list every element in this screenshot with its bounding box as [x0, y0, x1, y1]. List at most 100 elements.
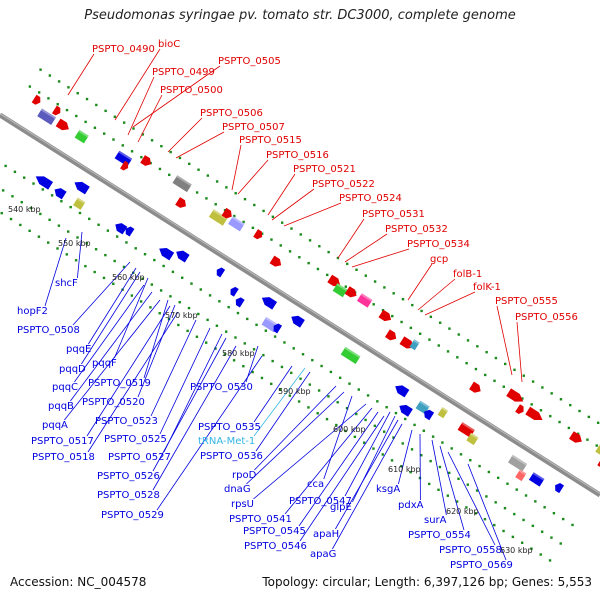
gene-feature[interactable]: [228, 216, 245, 232]
gene-feature[interactable]: [568, 431, 584, 445]
gene-feature[interactable]: [393, 382, 410, 398]
gene-feature[interactable]: [221, 207, 235, 221]
forward-gene-label[interactable]: PSPTO_0500: [160, 85, 223, 96]
gene-feature[interactable]: [515, 469, 527, 482]
forward-gene-label[interactable]: folK-1: [473, 282, 501, 293]
forward-gene-label[interactable]: PSPTO_0555: [495, 296, 558, 307]
reverse-gene-label[interactable]: PSPTO_0517: [31, 436, 94, 447]
gene-feature[interactable]: [51, 105, 63, 117]
reverse-gene-label[interactable]: apaG: [310, 549, 336, 560]
reverse-gene-label[interactable]: PSPTO_0519: [88, 378, 151, 389]
gene-feature[interactable]: [506, 388, 525, 405]
reverse-gene-label[interactable]: PSPTO_0526: [97, 471, 160, 482]
gene-feature[interactable]: [33, 173, 54, 190]
gene-feature[interactable]: [356, 293, 373, 308]
reverse-gene-label[interactable]: PSPTO_0554: [408, 530, 471, 541]
reverse-gene-label[interactable]: PSPTO_0545: [243, 526, 306, 537]
gene-feature[interactable]: [289, 313, 305, 328]
forward-gene-label[interactable]: PSPTO_0507: [222, 122, 285, 133]
gene-feature[interactable]: [332, 283, 348, 298]
reverse-gene-label[interactable]: shcF: [55, 278, 78, 289]
forward-gene-label[interactable]: PSPTO_0532: [385, 224, 448, 235]
reverse-gene-label[interactable]: pqqC: [52, 382, 78, 393]
forward-gene-label[interactable]: gcp: [430, 254, 448, 265]
forward-gene-label[interactable]: PSPTO_0505: [218, 56, 281, 67]
gene-feature[interactable]: [340, 346, 361, 364]
gene-feature[interactable]: [113, 221, 128, 235]
reverse-gene-label[interactable]: PSPTO_0558: [439, 545, 502, 556]
reverse-gene-label[interactable]: PSPTO_0535: [198, 422, 261, 433]
forward-gene-label[interactable]: PSPTO_0531: [362, 209, 425, 220]
gene-feature[interactable]: [157, 245, 175, 261]
reverse-gene-label[interactable]: PSPTO_0518: [32, 452, 95, 463]
gene-feature[interactable]: [384, 329, 399, 342]
gene-feature[interactable]: [469, 381, 483, 395]
gene-feature[interactable]: [397, 402, 413, 417]
gene-feature[interactable]: [253, 229, 264, 241]
gene-feature[interactable]: [344, 286, 359, 299]
forward-gene-label[interactable]: PSPTO_0534: [407, 239, 470, 250]
reverse-gene-label[interactable]: surA: [424, 515, 447, 526]
gene-feature[interactable]: [415, 400, 430, 415]
gene-feature[interactable]: [378, 309, 393, 324]
gene-feature[interactable]: [140, 155, 153, 168]
gene-feature[interactable]: [409, 339, 420, 351]
gene-feature[interactable]: [74, 129, 89, 144]
gene-feature[interactable]: [208, 209, 228, 226]
forward-gene-label[interactable]: PSPTO_0522: [312, 179, 375, 190]
gene-feature[interactable]: [507, 454, 528, 472]
forward-gene-label[interactable]: PSPTO_0524: [339, 193, 402, 204]
gene-feature[interactable]: [269, 255, 284, 269]
gene-feature[interactable]: [233, 296, 245, 308]
gene-feature[interactable]: [553, 481, 565, 494]
reverse-gene-label[interactable]: pqqE: [66, 344, 91, 355]
gene-feature[interactable]: [37, 108, 56, 125]
reverse-gene-label[interactable]: PSPTO_0546: [244, 541, 307, 552]
gene-feature[interactable]: [528, 472, 545, 487]
gene-feature[interactable]: [259, 294, 278, 310]
reverse-gene-label[interactable]: hopF2: [17, 306, 48, 317]
forward-gene-label[interactable]: PSPTO_0521: [293, 164, 356, 175]
reverse-gene-label[interactable]: pqqD: [59, 364, 86, 375]
reverse-gene-label[interactable]: pdxA: [398, 500, 424, 511]
gene-feature[interactable]: [31, 94, 43, 107]
reverse-gene-label[interactable]: PSPTO_0569: [450, 560, 513, 571]
gene-feature[interactable]: [271, 322, 283, 334]
reverse-gene-label[interactable]: PSPTO_0528: [97, 490, 160, 501]
rna-gene-label[interactable]: tRNA-Met-1: [198, 436, 255, 447]
forward-gene-label[interactable]: PSPTO_0499: [152, 67, 215, 78]
reverse-gene-label[interactable]: pqqA: [42, 420, 68, 431]
reverse-gene-label[interactable]: pqqB: [48, 401, 74, 412]
gene-feature[interactable]: [52, 186, 67, 200]
gene-feature[interactable]: [55, 118, 72, 133]
forward-gene-label[interactable]: bioC: [158, 39, 180, 50]
reverse-gene-label[interactable]: dnaG: [224, 484, 251, 495]
reverse-gene-label[interactable]: PSPTO_0523: [95, 416, 158, 427]
reverse-gene-label[interactable]: glpE: [330, 502, 352, 513]
reverse-gene-label[interactable]: PSPTO_0530: [190, 382, 253, 393]
forward-gene-label[interactable]: PSPTO_0490: [92, 44, 155, 55]
forward-gene-label[interactable]: PSPTO_0515: [239, 135, 302, 146]
gene-feature[interactable]: [327, 274, 342, 289]
gene-feature[interactable]: [228, 285, 239, 297]
forward-gene-label[interactable]: PSPTO_0506: [200, 108, 263, 119]
gene-feature[interactable]: [399, 336, 416, 351]
gene-feature[interactable]: [515, 404, 526, 415]
forward-gene-label[interactable]: PSPTO_0516: [266, 150, 329, 161]
gene-feature[interactable]: [525, 406, 545, 424]
gene-feature[interactable]: [120, 160, 130, 172]
reverse-gene-label[interactable]: rpoD: [232, 470, 257, 481]
reverse-gene-label[interactable]: pqqF: [92, 358, 117, 369]
reverse-gene-label[interactable]: PSPTO_0547: [289, 496, 352, 507]
reverse-gene-label[interactable]: rpsU: [231, 499, 254, 510]
gene-feature[interactable]: [175, 197, 188, 210]
forward-gene-label[interactable]: folB-1: [453, 269, 482, 280]
gene-feature[interactable]: [214, 266, 226, 278]
gene-feature[interactable]: [123, 225, 135, 237]
reverse-gene-label[interactable]: PSPTO_0520: [82, 397, 145, 408]
gene-feature[interactable]: [174, 248, 190, 263]
reverse-gene-label[interactable]: PSPTO_0527: [108, 452, 171, 463]
gene-feature[interactable]: [72, 179, 90, 195]
gene-feature[interactable]: [595, 443, 600, 458]
